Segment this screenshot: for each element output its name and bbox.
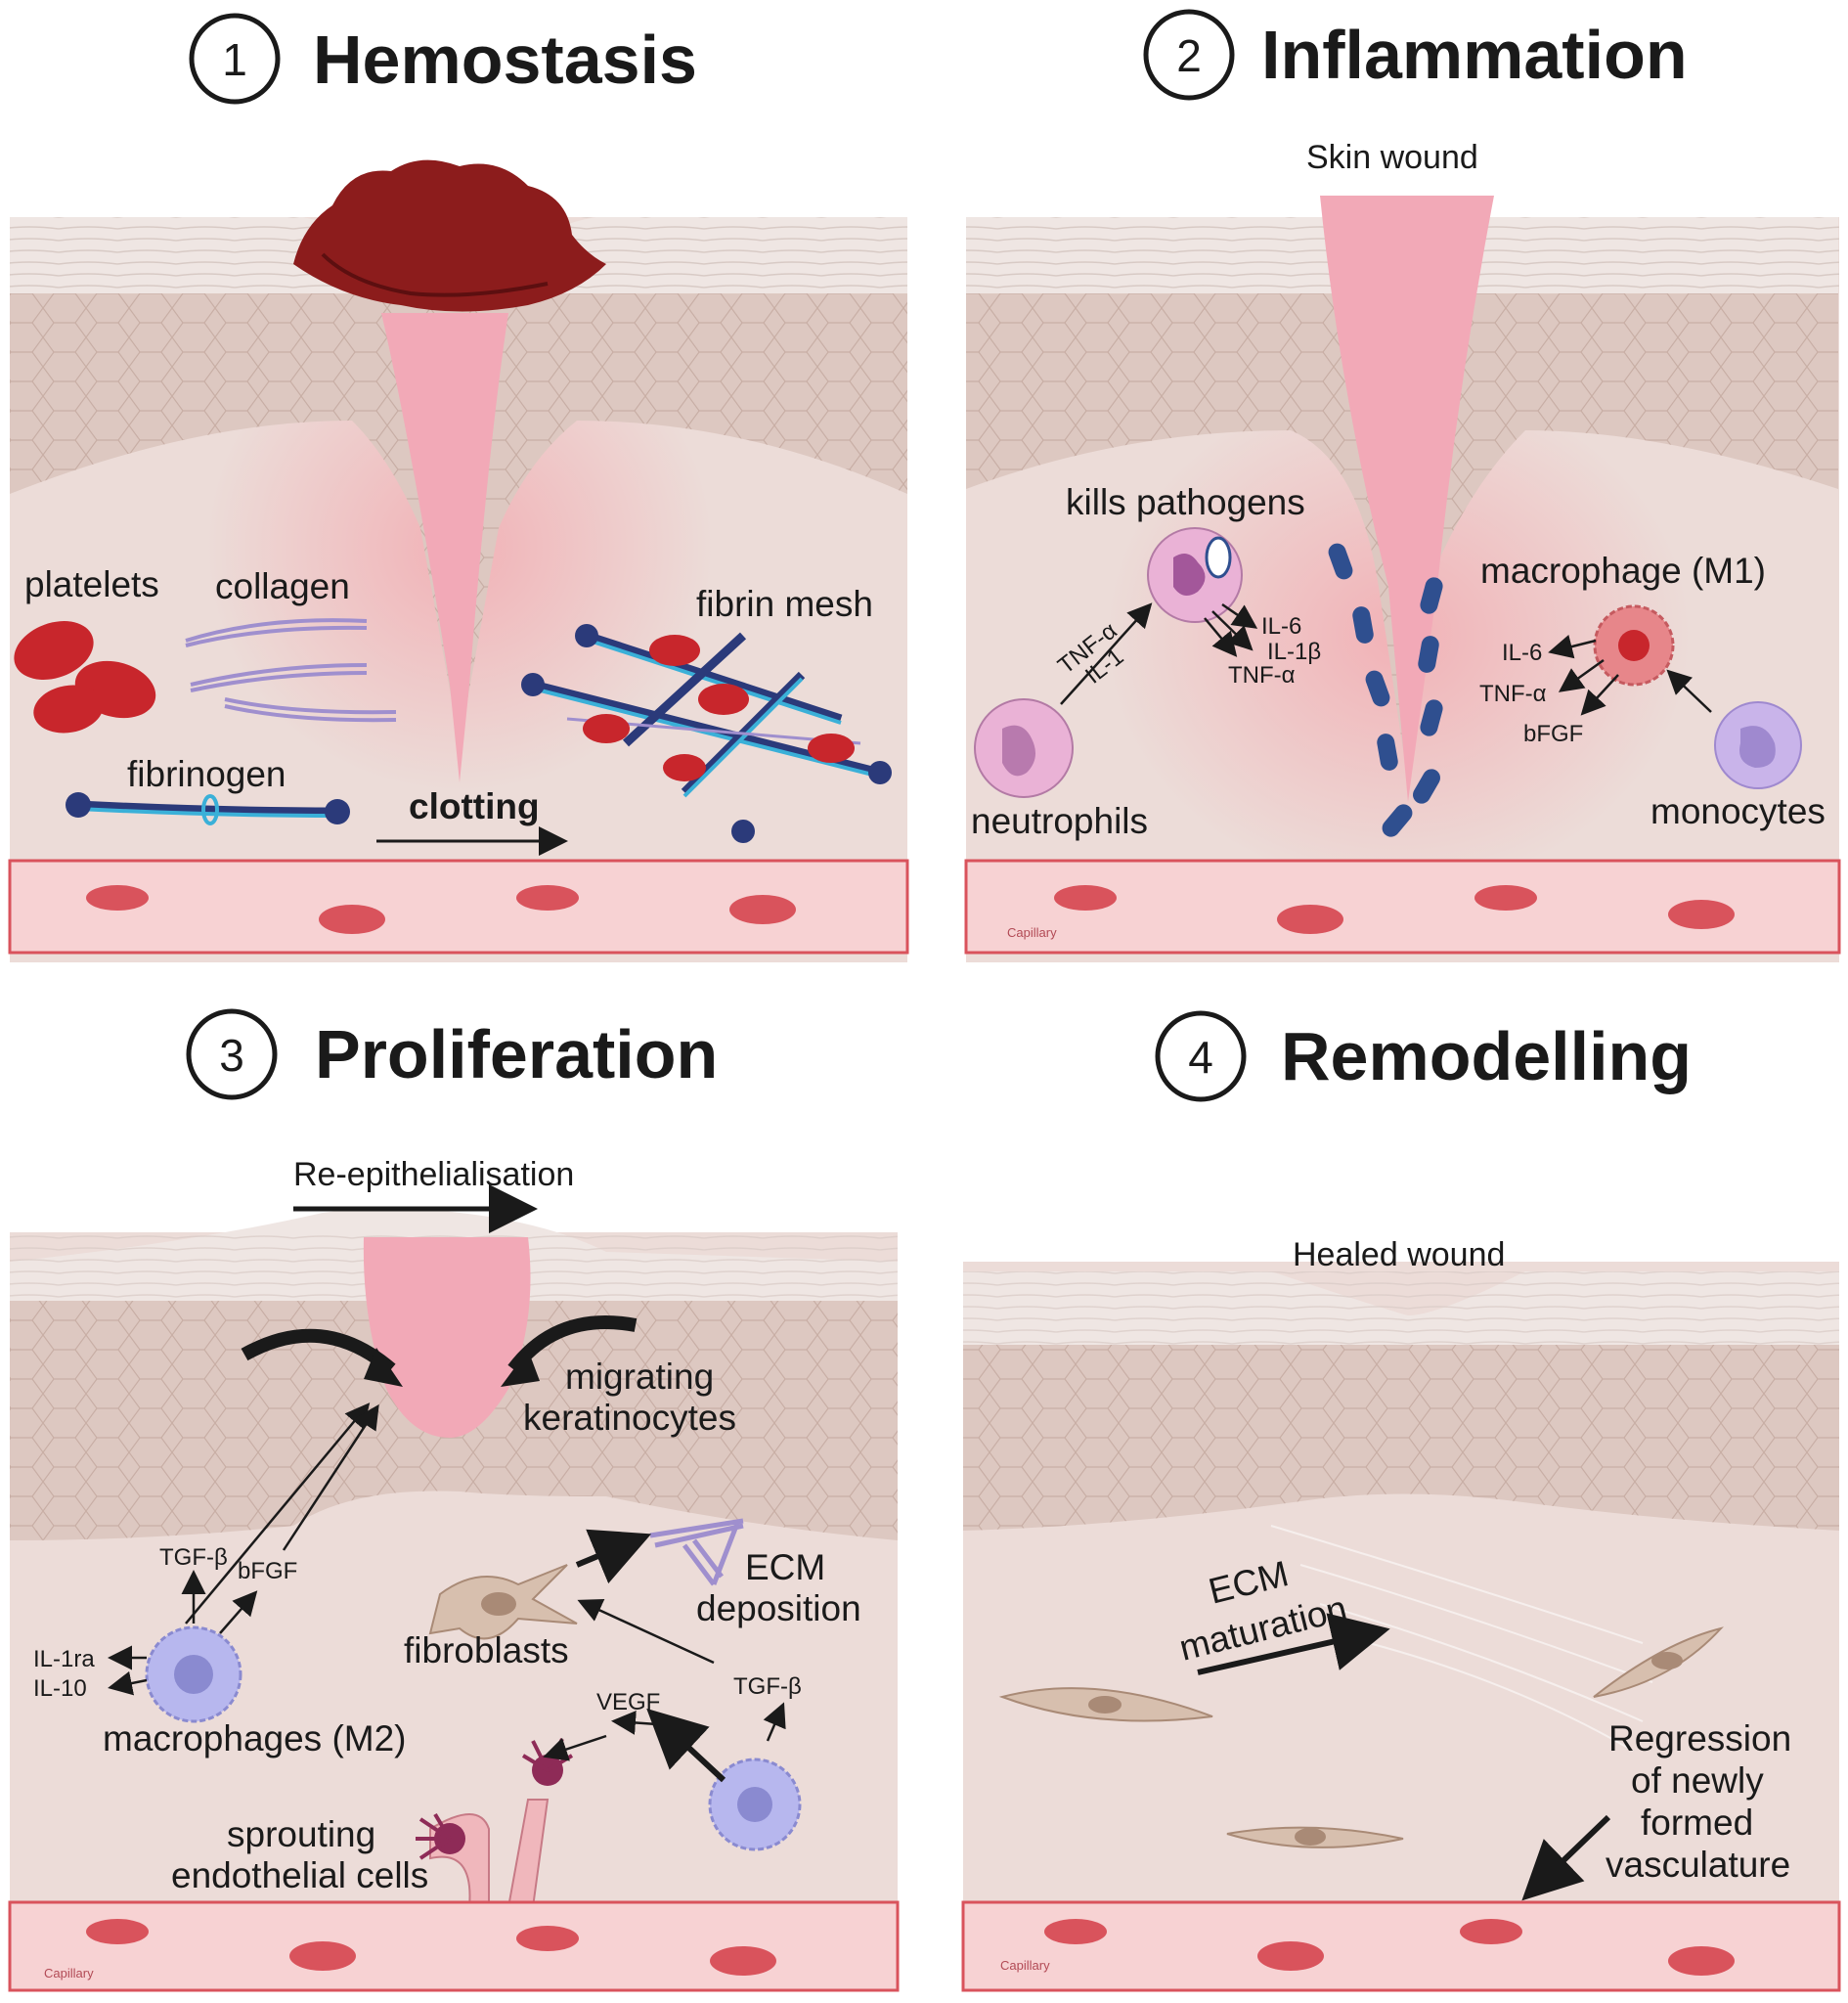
ecm-icon bbox=[649, 1518, 744, 1586]
step-number: 4 bbox=[1188, 1032, 1213, 1083]
red-blood-cells bbox=[1044, 1919, 1735, 1976]
label-formed: formed bbox=[1641, 1803, 1753, 1843]
neutrophil-activated-icon bbox=[1147, 527, 1243, 623]
macrophage-m1-icon bbox=[1593, 604, 1675, 687]
step-title: Remodelling bbox=[1281, 1018, 1692, 1094]
title-proliferation: 3 Proliferation bbox=[186, 1008, 718, 1100]
panel-hemostasis: 1 Hemostasis platelets collagen fibrinog… bbox=[8, 13, 909, 962]
label-ecm: ECM bbox=[745, 1547, 825, 1587]
macrophage-m2-icon bbox=[145, 1625, 242, 1723]
label-deposition: deposition bbox=[696, 1588, 861, 1628]
label-m1-bfgf: bFGF bbox=[1523, 721, 1583, 747]
label-regression: Regression bbox=[1608, 1718, 1791, 1758]
title-hemostasis: 1 Hemostasis bbox=[189, 13, 697, 105]
step-number: 1 bbox=[222, 34, 247, 85]
label-tnf-out: TNF-α bbox=[1228, 662, 1296, 689]
label-monocytes: monocytes bbox=[1650, 791, 1826, 831]
fibroblast-icons bbox=[998, 1626, 1724, 1848]
panel-inflammation: Capillary 2 Inflammation Skin wound kill… bbox=[964, 9, 1841, 962]
wound-channel bbox=[1320, 196, 1494, 802]
vegf-arrow bbox=[646, 1708, 726, 1783]
label-endothelial-cells: endothelial cells bbox=[171, 1855, 428, 1895]
red-blood-cells bbox=[86, 1919, 776, 1976]
label-il1ra: IL-1ra bbox=[33, 1646, 95, 1672]
wound-plug bbox=[363, 1237, 531, 1438]
fibrin-mesh-icon bbox=[521, 624, 892, 843]
label-tgfb: TGF-β bbox=[159, 1544, 228, 1571]
macrophage-m2-icon-2 bbox=[708, 1758, 802, 1851]
title-remodelling: 4 Remodelling bbox=[1155, 1010, 1692, 1102]
label-vegf: VEGF bbox=[596, 1689, 660, 1715]
panel-proliferation: Capillary 3 Proliferation Re-epitheliali… bbox=[8, 1008, 900, 1992]
bacteria-icons bbox=[1328, 543, 1443, 837]
label-tgfb-2: TGF-β bbox=[733, 1673, 802, 1700]
ecm-maturation-arrow bbox=[1197, 1613, 1390, 1675]
label-m1-tnf: TNF-α bbox=[1479, 681, 1547, 707]
step-title: Hemostasis bbox=[313, 22, 697, 98]
label-healed-wound: Healed wound bbox=[1293, 1236, 1505, 1273]
label-clotting: clotting bbox=[409, 786, 540, 826]
label-skin-wound: Skin wound bbox=[1306, 139, 1478, 176]
monocyte-icon bbox=[1714, 701, 1802, 789]
step-number: 3 bbox=[219, 1030, 244, 1081]
label-bfgf: bFGF bbox=[238, 1558, 297, 1584]
fibroblast-icon bbox=[428, 1564, 578, 1640]
step-title: Inflammation bbox=[1261, 17, 1688, 93]
title-inflammation: 2 Inflammation bbox=[1143, 9, 1688, 101]
regression-arrow bbox=[1521, 1814, 1611, 1901]
sprouting-endothelial-icon bbox=[416, 1738, 574, 1908]
collagen-icon bbox=[185, 618, 397, 723]
label-il1b: IL-1β bbox=[1267, 639, 1321, 665]
label-fibroblasts: fibroblasts bbox=[404, 1630, 569, 1670]
label-capillary: Capillary bbox=[1007, 925, 1057, 940]
label-fibrinogen: fibrinogen bbox=[127, 754, 286, 794]
neutrophil-icon bbox=[974, 698, 1074, 798]
label-il10: IL-10 bbox=[33, 1675, 87, 1702]
platelets-icon bbox=[14, 621, 156, 734]
capillary bbox=[964, 859, 1841, 955]
panel-remodelling: Capillary 4 Remodelling Healed wound ECM… bbox=[961, 1010, 1841, 1992]
blood-clot bbox=[293, 159, 606, 312]
label-collagen: collagen bbox=[215, 566, 350, 606]
capillary bbox=[961, 1900, 1841, 1992]
label-of-newly: of newly bbox=[1631, 1760, 1764, 1801]
label-kills-pathogens: kills pathogens bbox=[1066, 482, 1305, 522]
step-number: 2 bbox=[1176, 30, 1202, 81]
capillary bbox=[8, 1900, 900, 1992]
label-macrophages-m2: macrophages (M2) bbox=[103, 1718, 407, 1758]
label-keratinocytes: keratinocytes bbox=[523, 1398, 736, 1438]
label-vasculature: vasculature bbox=[1606, 1845, 1790, 1885]
fibrinogen-icon bbox=[66, 792, 350, 825]
label-capillary: Capillary bbox=[1000, 1958, 1050, 1973]
label-migrating: migrating bbox=[565, 1357, 714, 1397]
label-platelets: platelets bbox=[24, 564, 159, 604]
label-capillary: Capillary bbox=[44, 1966, 94, 1981]
signal-arrows bbox=[1060, 602, 1712, 716]
label-macrophage-m1: macrophage (M1) bbox=[1480, 551, 1766, 591]
label-il6: IL-6 bbox=[1261, 613, 1301, 640]
wound-channel bbox=[381, 313, 508, 782]
ecm-arrow bbox=[575, 1529, 652, 1584]
label-m1-il6: IL-6 bbox=[1502, 640, 1542, 666]
red-blood-cells bbox=[1054, 885, 1735, 934]
step-title: Proliferation bbox=[315, 1016, 718, 1092]
red-blood-cells bbox=[86, 885, 796, 934]
label-re-epithelialisation: Re-epithelialisation bbox=[293, 1156, 574, 1193]
label-fibrin-mesh: fibrin mesh bbox=[696, 584, 873, 624]
label-sprouting: sprouting bbox=[227, 1814, 375, 1854]
label-neutrophils: neutrophils bbox=[971, 801, 1148, 841]
